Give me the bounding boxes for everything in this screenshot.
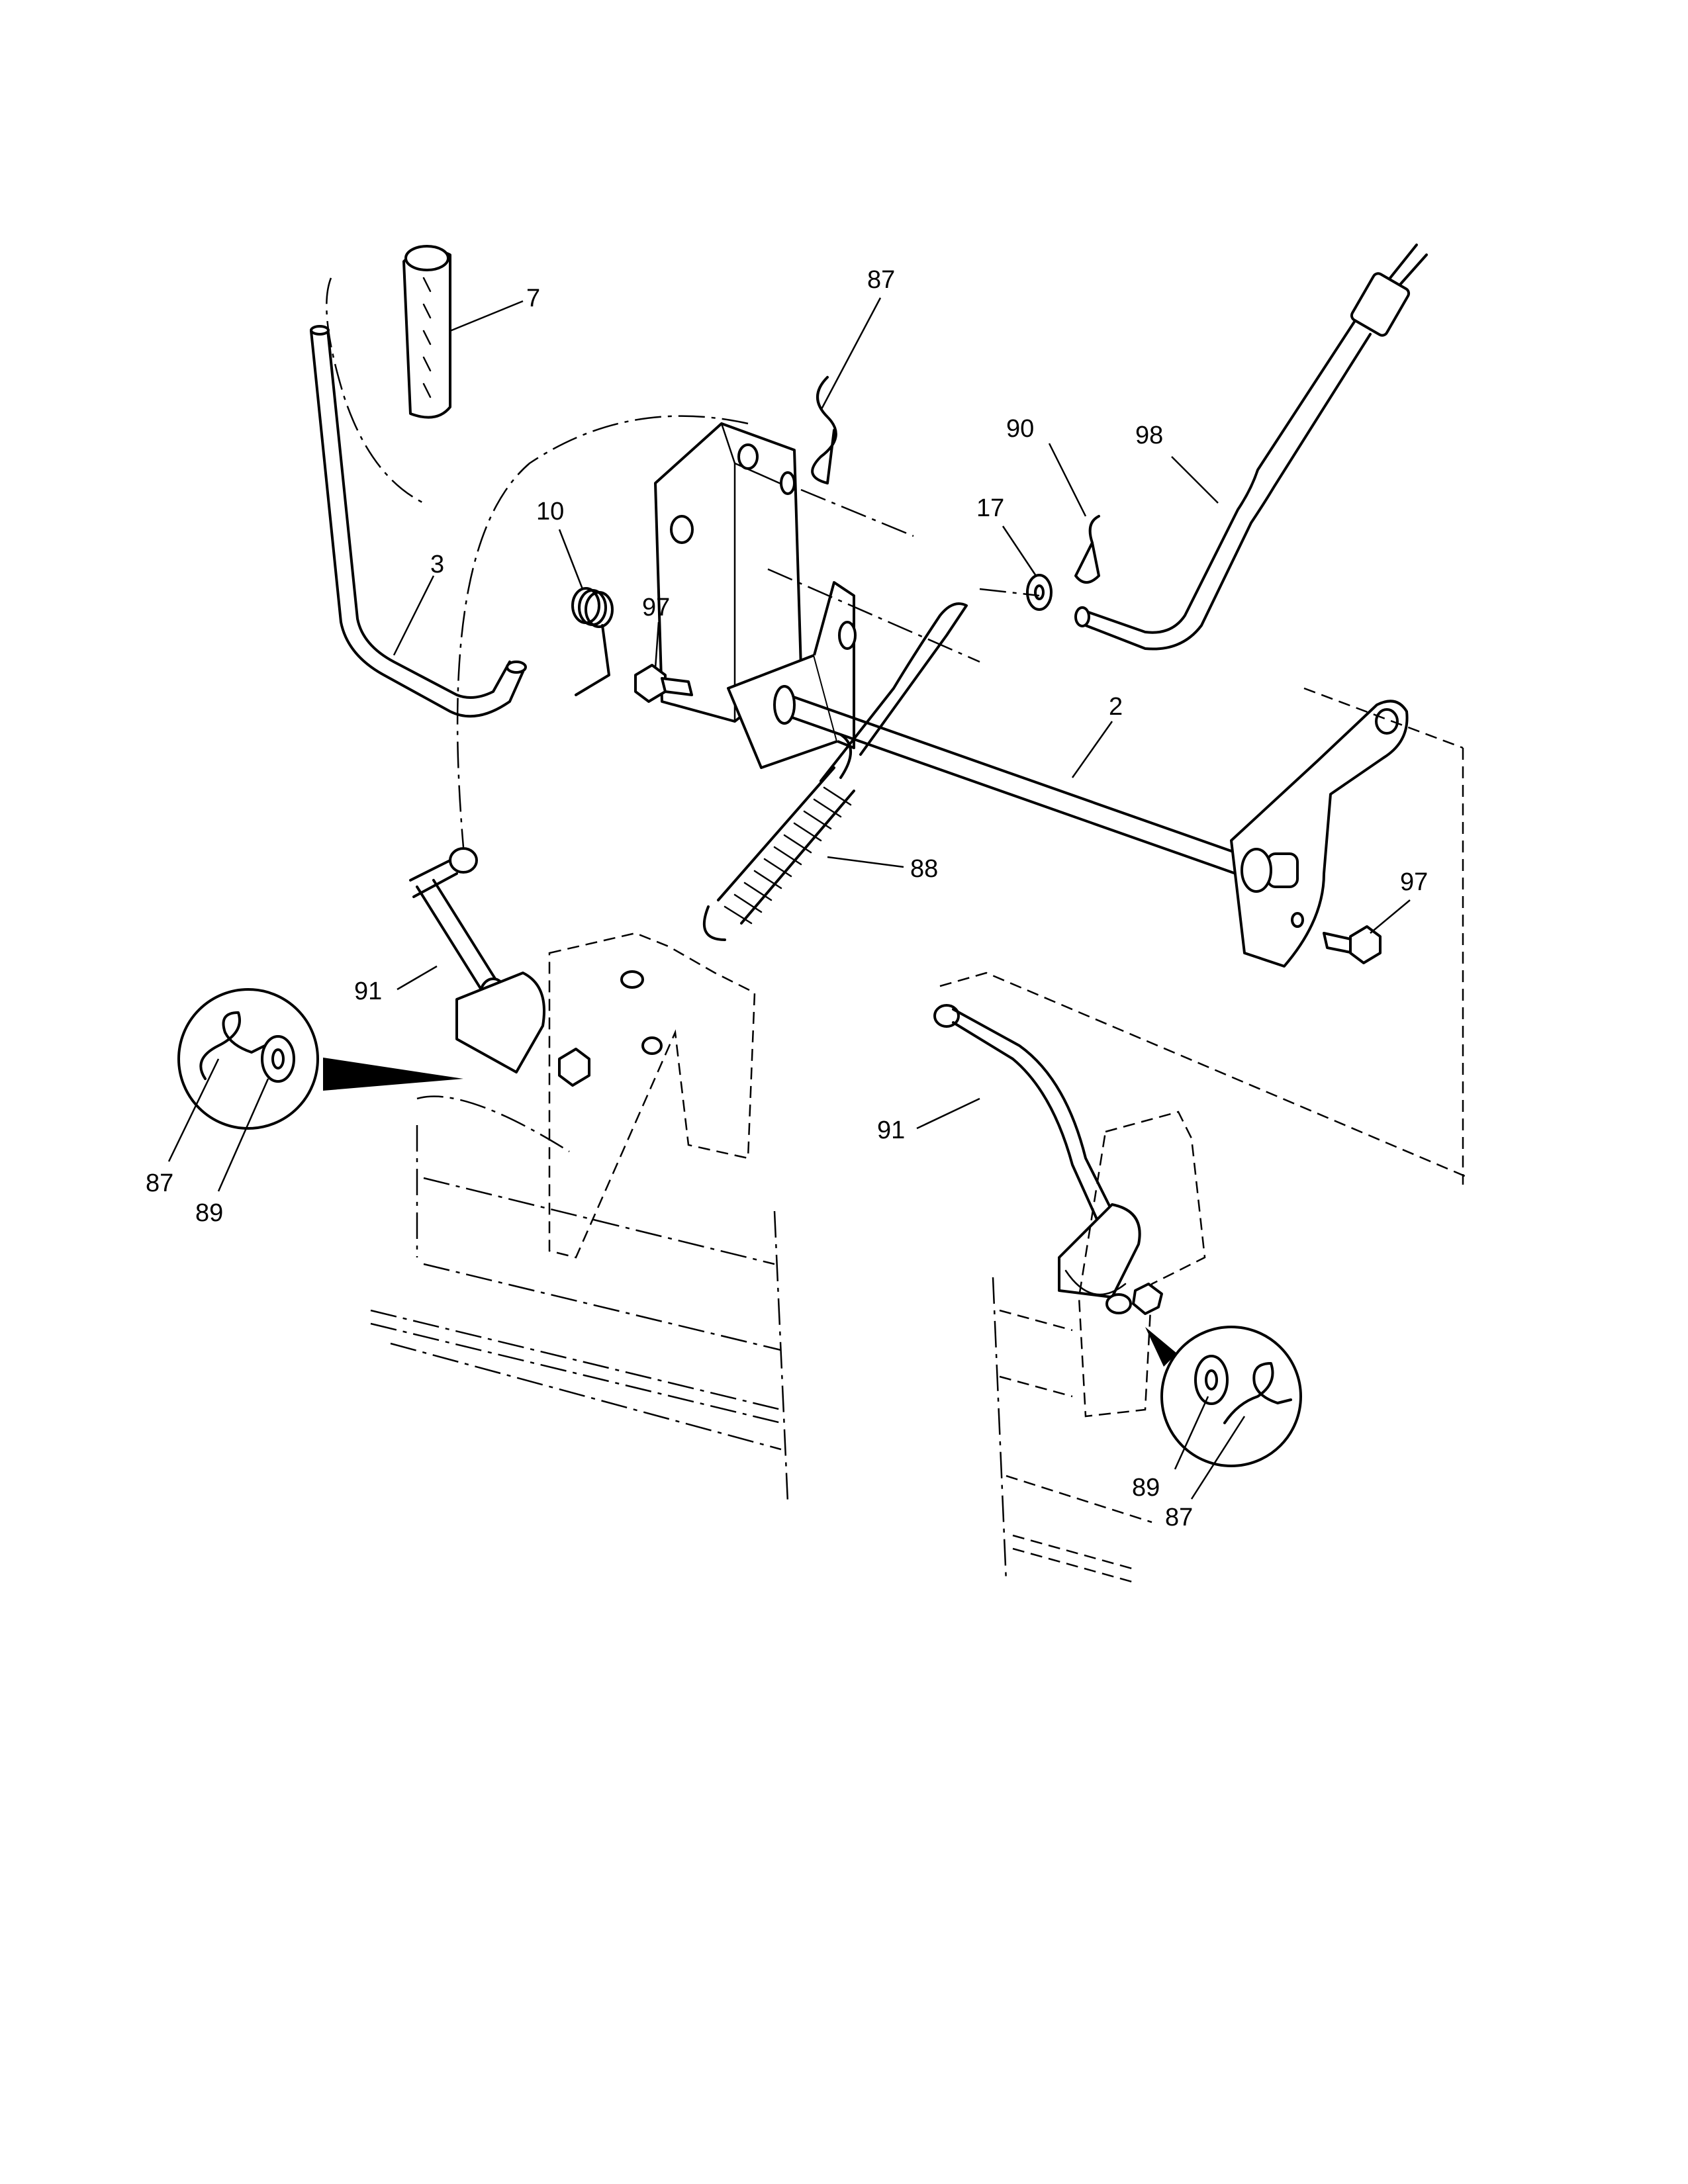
callout-87-right: 87 xyxy=(1165,1504,1193,1531)
callout-7: 7 xyxy=(526,285,540,312)
callout-3: 3 xyxy=(430,551,444,578)
right-deck-outline-corner xyxy=(1303,687,1464,749)
bolt-part-97-left xyxy=(634,664,693,703)
leader-17 xyxy=(1002,525,1037,576)
right-deck-outline-5 xyxy=(1012,1534,1133,1570)
callout-97-right: 97 xyxy=(1400,868,1428,896)
spring-link-rod xyxy=(820,602,968,782)
leader-97-left xyxy=(654,621,660,669)
callout-87-left: 87 xyxy=(146,1169,173,1197)
leader-91-left xyxy=(397,965,438,991)
callout-87-top: 87 xyxy=(867,266,895,294)
callout-89-left: 89 xyxy=(195,1199,223,1227)
left-deck-outline-6 xyxy=(390,1342,782,1451)
callout-91-right: 91 xyxy=(877,1116,905,1144)
lift-arm-right xyxy=(1230,700,1409,968)
left-deck-outline-5 xyxy=(370,1322,782,1424)
adjustment-rod-part-98 xyxy=(1074,244,1428,651)
extension-spring-part-88 xyxy=(702,733,855,941)
detail-circle-left xyxy=(177,988,463,1130)
leader-3 xyxy=(393,575,435,656)
callout-91-left: 91 xyxy=(354,978,382,1005)
torsion-spring-part-10 xyxy=(571,587,614,696)
leader-89-right xyxy=(1174,1396,1209,1470)
right-deck-outline-3 xyxy=(999,1375,1073,1398)
deck-hanger-left xyxy=(455,932,756,1259)
grip-alignment-path xyxy=(326,277,424,504)
hairpin-clip-part-87-top xyxy=(811,376,837,484)
callout-89-right: 89 xyxy=(1132,1474,1160,1502)
callout-98: 98 xyxy=(1135,422,1163,449)
left-deck-outline-2 xyxy=(423,1177,775,1265)
leader-87-right xyxy=(1190,1416,1246,1500)
callout-10: 10 xyxy=(536,498,564,525)
callout-90: 90 xyxy=(1006,415,1034,443)
left-deck-outline-3 xyxy=(423,1263,782,1351)
alignment-line-a xyxy=(800,488,914,537)
handle-grip-part-7 xyxy=(402,245,451,419)
alignment-line-b xyxy=(767,568,980,663)
callout-97-left: 97 xyxy=(642,594,670,621)
deck-hanger-right xyxy=(1058,1111,1206,1418)
callout-2: 2 xyxy=(1109,693,1123,721)
alignment-line-c xyxy=(979,588,1040,597)
leader-91-right xyxy=(916,1097,980,1130)
leader-10 xyxy=(558,529,584,590)
leader-87-left xyxy=(167,1058,220,1162)
leader-87-top xyxy=(820,297,882,411)
leader-2 xyxy=(1071,721,1113,778)
right-deck-outline-6 xyxy=(1012,1547,1133,1583)
alignment-line-arc xyxy=(456,415,749,848)
right-deck-outline-top xyxy=(939,972,1470,1179)
detail-circle-right xyxy=(1145,1326,1302,1467)
leader-88 xyxy=(827,856,904,868)
right-deck-outline-4 xyxy=(1006,1475,1152,1524)
leader-89-left xyxy=(217,1078,269,1192)
callout-17: 17 xyxy=(976,494,1004,522)
left-deck-outline-top xyxy=(416,1095,570,1153)
leader-90 xyxy=(1048,443,1087,517)
right-deck-outline-left xyxy=(992,1277,1008,1582)
lift-handle-part-3 xyxy=(310,325,527,718)
washer-part-17-hole xyxy=(1034,584,1045,600)
callout-88: 88 xyxy=(910,855,938,883)
bolt-part-97-right xyxy=(1323,925,1382,964)
leader-98 xyxy=(1171,456,1219,504)
lift-bracket xyxy=(654,422,857,769)
leader-97-right xyxy=(1370,899,1411,934)
lift-shaft-part-2 xyxy=(773,685,1259,882)
leader-7 xyxy=(449,300,524,332)
right-deck-outline-2 xyxy=(999,1309,1073,1332)
left-deck-outline-4 xyxy=(370,1309,782,1411)
left-deck-outline-7 xyxy=(773,1210,789,1503)
lift-link-part-91-right xyxy=(933,1004,1131,1248)
hairpin-clip-part-90 xyxy=(1074,515,1100,584)
